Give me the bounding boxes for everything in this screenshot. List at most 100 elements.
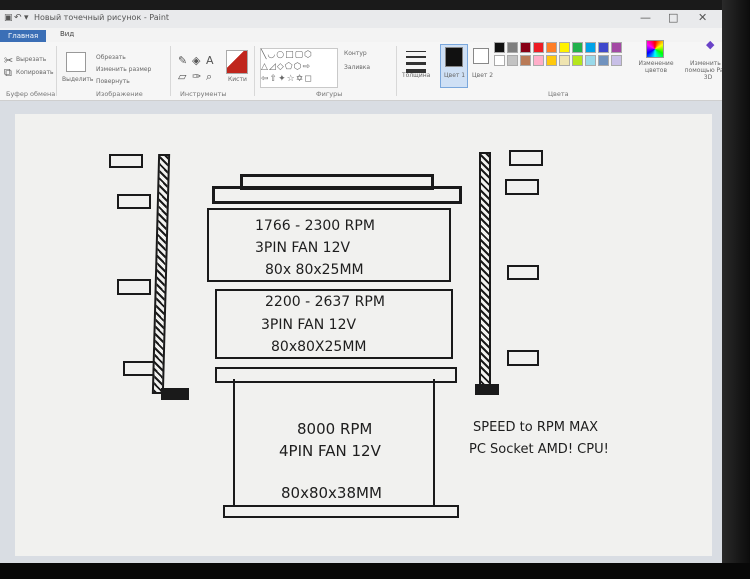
crop-button[interactable]: Обрезать <box>96 54 126 61</box>
left-hole-1 <box>109 154 143 168</box>
palette-swatch[interactable] <box>585 42 596 53</box>
palette-swatch[interactable] <box>598 42 609 53</box>
rotate-button[interactable]: Повернуть <box>96 78 130 85</box>
color-picker-icon[interactable]: ✑ <box>192 70 201 83</box>
shapes-group-label: Фигуры <box>316 90 342 98</box>
rectangle-shape-icon[interactable]: □ <box>285 50 295 60</box>
arrow-left-shape-icon[interactable]: ⇦ <box>261 74 270 84</box>
ribbon-separator <box>396 46 397 96</box>
fan2-size: 80x80X25MM <box>271 339 366 355</box>
tools-group-label: Инструменты <box>180 90 227 98</box>
fill-bucket-icon[interactable]: ◈ <box>192 54 200 67</box>
palette-swatch[interactable] <box>572 55 583 66</box>
palette-swatch[interactable] <box>559 42 570 53</box>
fan3-size: 80x80x38MM <box>281 484 382 502</box>
pentagon-shape-icon[interactable]: ⬠ <box>285 62 294 72</box>
right-triangle-shape-icon[interactable]: ◿ <box>269 62 277 72</box>
shapes-gallery[interactable]: ╲◡○□▢⬡ △◿◇⬠⬡⇨ ⇦⇧✦☆✡◻ <box>260 48 338 88</box>
outline-button[interactable]: Контур <box>344 50 367 57</box>
line-size-button[interactable]: Толщина <box>402 72 430 79</box>
brushes-icon[interactable] <box>226 50 248 74</box>
palette-swatch[interactable] <box>611 55 622 66</box>
resize-button[interactable]: Изменить размер <box>96 66 151 73</box>
right-hole-2 <box>505 179 539 195</box>
palette-swatch[interactable] <box>507 55 518 66</box>
tab-home[interactable]: Главная <box>0 30 46 42</box>
palette-swatch[interactable] <box>494 55 505 66</box>
cut-button[interactable]: Вырезать <box>16 56 46 63</box>
magnifier-icon[interactable]: ⌕ <box>206 70 212 84</box>
diamond-shape-icon[interactable]: ◇ <box>277 62 285 72</box>
palette-swatch[interactable] <box>598 55 609 66</box>
palette-swatch[interactable] <box>585 55 596 66</box>
fan3-rpm: 8000 RPM <box>297 420 372 438</box>
right-hole-4 <box>507 350 539 366</box>
left-hole-2 <box>117 194 151 209</box>
fan1-spec: 3PIN FAN 12V <box>255 240 350 256</box>
palette-swatch[interactable] <box>520 55 531 66</box>
fill-button[interactable]: Заливка <box>344 64 370 71</box>
fan2-spec: 3PIN FAN 12V <box>261 317 356 333</box>
rounded-rect-shape-icon[interactable]: ▢ <box>295 50 305 60</box>
oval-shape-icon[interactable]: ○ <box>276 50 285 60</box>
edit-colors-icon[interactable] <box>646 40 664 58</box>
palette-swatch[interactable] <box>494 42 505 53</box>
color1-swatch <box>445 47 463 67</box>
paint3d-icon[interactable]: ◆ <box>706 38 714 51</box>
arrow-up-shape-icon[interactable]: ⇧ <box>270 74 279 84</box>
triangle-shape-icon[interactable]: △ <box>261 62 269 72</box>
fan3-spec: 4PIN FAN 12V <box>279 442 381 460</box>
select-icon[interactable] <box>66 52 86 72</box>
callout-shape-icon[interactable]: ◻ <box>304 74 312 84</box>
color2-swatch[interactable] <box>473 48 489 64</box>
minimize-button[interactable]: — <box>640 11 651 24</box>
copy-icon[interactable]: ⧉ <box>4 66 12 80</box>
colors-group-label: Цвета <box>548 90 569 98</box>
copy-button[interactable]: Копировать <box>16 69 53 76</box>
brushes-button[interactable]: Кисти <box>228 76 247 83</box>
arrow-right-shape-icon[interactable]: ⇨ <box>302 62 311 72</box>
palette-swatch[interactable] <box>533 42 544 53</box>
save-icon[interactable]: ▣ <box>4 13 13 23</box>
palette-swatch[interactable] <box>611 42 622 53</box>
ribbon-separator <box>56 46 57 96</box>
maximize-button[interactable]: □ <box>668 11 678 24</box>
drawing-canvas[interactable]: 1766 - 2300 RPM 3PIN FAN 12V 80x 80x25MM… <box>15 114 712 556</box>
clipboard-group-label: Буфер обмена <box>6 90 55 98</box>
undo-icon[interactable]: ↶ <box>14 13 22 23</box>
tab-view[interactable]: Вид <box>60 30 74 38</box>
palette-swatch[interactable] <box>546 55 557 66</box>
note-line2: PC Socket AMD! CPU! <box>469 442 609 457</box>
note-line1: SPEED to RPM MAX <box>473 420 598 435</box>
right-hole-3 <box>507 265 539 280</box>
image-group-label: Изображение <box>96 90 143 98</box>
select-button[interactable]: Выделить <box>62 76 93 83</box>
palette-swatch[interactable] <box>520 42 531 53</box>
palette-swatch[interactable] <box>533 55 544 66</box>
curve-shape-icon[interactable]: ◡ <box>267 50 276 60</box>
close-button[interactable]: ✕ <box>698 11 707 24</box>
five-point-star-icon[interactable]: ☆ <box>287 74 296 84</box>
ribbon-separator <box>170 46 171 96</box>
cooler-top-base <box>212 186 462 204</box>
palette-swatch[interactable] <box>572 42 583 53</box>
text-tool-icon[interactable]: A <box>206 54 214 67</box>
pencil-icon[interactable]: ✎ <box>178 54 187 67</box>
four-point-star-icon[interactable]: ✦ <box>278 74 287 84</box>
monitor-bezel-top <box>0 0 750 10</box>
color2-label: Цвет 2 <box>472 72 493 79</box>
color1-label: Цвет 1 <box>444 72 465 79</box>
edit-colors-button[interactable]: Изменение цветов <box>632 60 680 74</box>
polygon-shape-icon[interactable]: ⬡ <box>304 50 313 60</box>
palette-swatch[interactable] <box>559 55 570 66</box>
title-bar: ▣ ↶ ▾ Новый точечный рисунок - Paint — □… <box>0 10 722 29</box>
quick-access-dropdown-icon[interactable]: ▾ <box>24 13 29 23</box>
six-point-star-icon[interactable]: ✡ <box>296 74 305 84</box>
palette-swatch[interactable] <box>546 42 557 53</box>
line-size-icon[interactable] <box>406 48 426 74</box>
fan2-rpm: 2200 - 2637 RPM <box>265 294 385 310</box>
palette-swatch[interactable] <box>507 42 518 53</box>
eraser-icon[interactable]: ▱ <box>178 70 186 83</box>
right-hole-1 <box>509 150 543 166</box>
